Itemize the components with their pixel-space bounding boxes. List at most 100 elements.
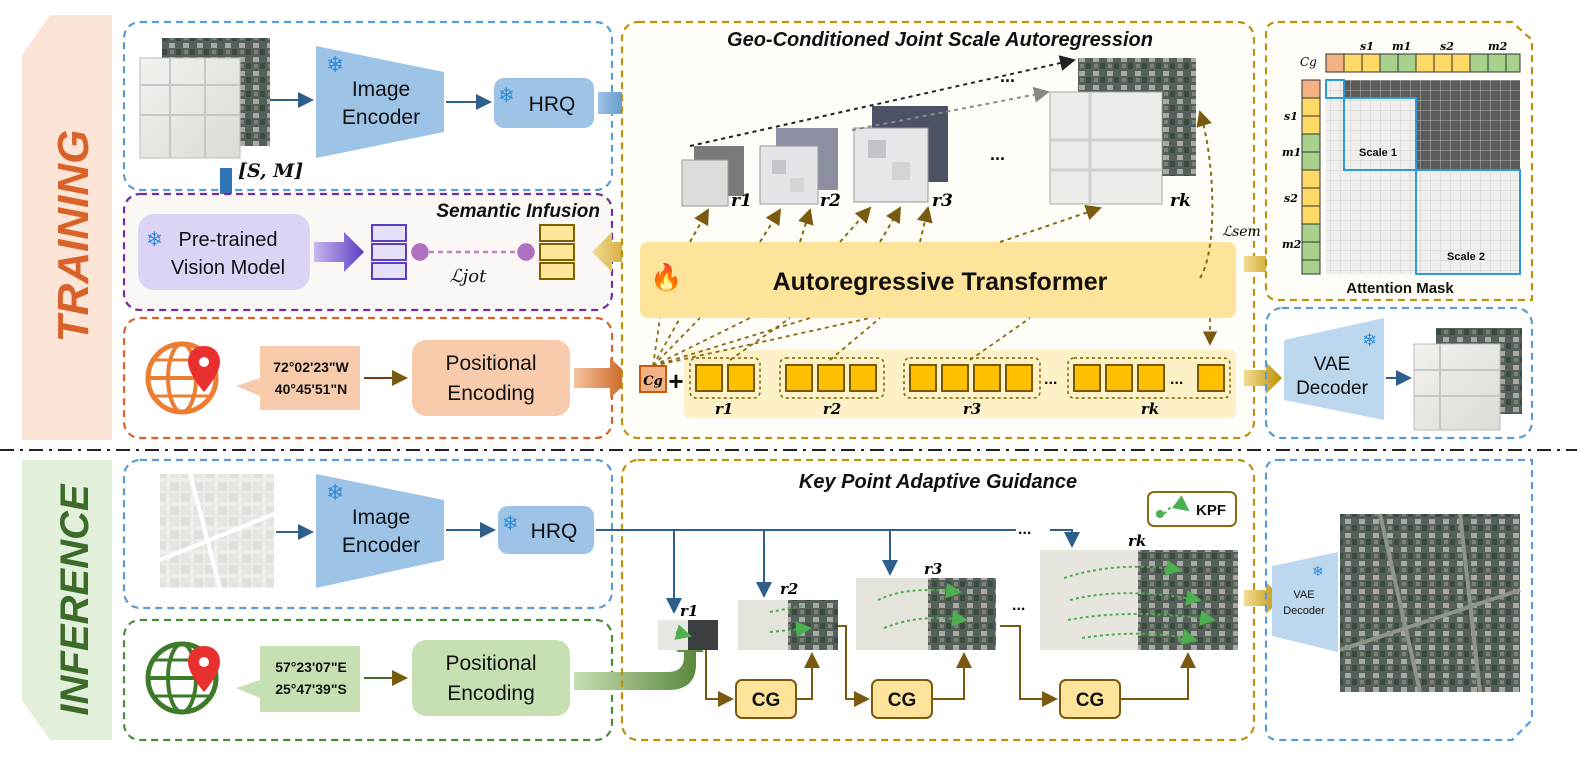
training-input-images xyxy=(139,38,270,159)
mask-cg-label: Cg xyxy=(1300,55,1317,69)
token-label-r1: r1 xyxy=(715,400,733,418)
inf-pe-to-guidance-arrow xyxy=(574,638,704,690)
scale-image-r2 xyxy=(759,128,838,205)
inf-hrq-label: HRQ xyxy=(531,520,578,543)
vision-feature-stack xyxy=(371,224,407,280)
training-positional-encoding: Positional Encoding xyxy=(412,340,570,416)
snowflake-icon: ❄ xyxy=(1312,564,1324,580)
mask-side-m1: m1 xyxy=(1282,146,1301,159)
inf-scale-label-rk: rk xyxy=(1128,532,1146,550)
globe-pin-icon xyxy=(145,341,220,415)
cg-token-label: Cg xyxy=(643,374,662,389)
top-ellipsis: ... xyxy=(1000,66,1015,86)
vae-decoder-line2: Decoder xyxy=(1296,378,1368,399)
inf-pe-line2: Encoding xyxy=(447,682,535,705)
training-output-images xyxy=(1413,328,1522,431)
vision-model-line1: Pre-trained xyxy=(179,229,278,251)
training-decoder-group xyxy=(1264,306,1534,440)
inf-scale-label-r2: r2 xyxy=(780,580,798,598)
inf-scale-ellipsis: ... xyxy=(1012,597,1025,614)
inference-label: INFERENCE xyxy=(53,483,97,715)
cg-label-2: CG xyxy=(888,690,917,711)
mask-side-tokens xyxy=(1301,79,1321,275)
scale-label-r1: r1 xyxy=(731,191,752,211)
scale2-label: Scale 2 xyxy=(1447,251,1485,263)
mask-top-m1: m1 xyxy=(1392,40,1411,53)
token-input-arrows xyxy=(652,317,1218,367)
inference-output-satellite xyxy=(1339,513,1521,693)
hrq-branch-lines xyxy=(596,529,1080,614)
inf-scale-r1 xyxy=(658,620,718,650)
inference-coords-callout: 57°23'07"E 25°47'39"S xyxy=(236,646,360,712)
cg-block-2: CG xyxy=(871,679,933,719)
inf-scale-label-r3: r3 xyxy=(924,560,942,578)
image-encoder-line2: Encoder xyxy=(342,106,420,129)
inference-image-group xyxy=(122,458,614,610)
training-hrq: ❄ HRQ xyxy=(494,78,594,128)
key-point-guidance-title: Key Point Adaptive Guidance xyxy=(799,471,1077,493)
scale-label-rk: rk xyxy=(1170,191,1191,211)
vision-model-box: ❄ Pre-trained Vision Model xyxy=(138,214,310,290)
cg-label-1: CG xyxy=(752,690,781,711)
snowflake-icon: ❄ xyxy=(146,227,163,251)
prediction-arrows xyxy=(689,110,1214,279)
inf-vae-line2: Decoder xyxy=(1283,605,1325,617)
training-latitude: 40°45'51"N xyxy=(275,381,347,397)
snowflake-icon: ❄ xyxy=(1362,330,1377,351)
scale-image-rk xyxy=(1049,58,1196,205)
inf-scale-rk xyxy=(1040,550,1238,650)
inference-band: INFERENCE xyxy=(22,460,112,740)
inference-image-encoder: ❄ Image Encoder xyxy=(316,474,444,588)
cg-block-3: CG xyxy=(1059,679,1121,719)
pe-to-cg-arrow xyxy=(574,358,632,398)
sm-label: [S, M] xyxy=(238,160,303,182)
inf-vae-line1: VAE xyxy=(1293,589,1314,601)
flame-icon: 🔥 xyxy=(650,262,682,293)
inf-image-encoder-line1: Image xyxy=(352,506,410,529)
training-image-group xyxy=(122,20,614,192)
training-position-group xyxy=(122,316,614,440)
attention-mask-caption: Attention Mask xyxy=(1346,280,1454,297)
inf-scale-label-r1: r1 xyxy=(680,602,698,620)
inference-longitude: 57°23'07"E xyxy=(275,659,347,675)
snowflake-icon: ❄ xyxy=(326,53,344,78)
pe-line2: Encoding xyxy=(447,382,535,405)
hrq-label: HRQ xyxy=(529,93,576,116)
inference-position-group xyxy=(122,618,614,742)
inference-hrq: ❄ HRQ xyxy=(498,506,594,554)
sem-loss-label: ℒsem xyxy=(1222,224,1261,240)
vision-model-line2: Vision Model xyxy=(171,257,285,279)
image-encoder-line1: Image xyxy=(352,78,410,101)
mask-top-tokens xyxy=(1325,53,1521,73)
token-label-r2: r2 xyxy=(823,400,841,418)
token-label-r3: r3 xyxy=(963,400,981,418)
training-label: TRAINING xyxy=(49,130,98,343)
inf-scale-r3 xyxy=(856,578,996,650)
mask-side-s1: s1 xyxy=(1284,110,1298,123)
cg-flow-lines xyxy=(705,625,1196,707)
transformer-label: Autoregressive Transformer xyxy=(773,268,1108,296)
kpf-label: KPF xyxy=(1196,502,1226,519)
geo-conditioned-title: Geo-Conditioned Joint Scale Autoregressi… xyxy=(727,29,1153,51)
vision-to-feature-arrow xyxy=(314,232,364,272)
cg-block-1: CG xyxy=(735,679,797,719)
token-ellipsis-2: ... xyxy=(1170,371,1183,388)
autoregressive-transformer: 🔥 Autoregressive Transformer xyxy=(640,242,1236,318)
plus-sign: + xyxy=(668,366,683,396)
mask-top-s1: s1 xyxy=(1360,40,1374,53)
mask-top-m2: m2 xyxy=(1488,40,1508,53)
scale-image-r1 xyxy=(681,146,744,207)
token-ellipsis-1: ... xyxy=(1044,371,1057,388)
training-coords-callout: 72°02'23"W 40°45'51"N xyxy=(236,346,360,410)
inference-positional-encoding: Positional Encoding xyxy=(412,640,570,716)
snowflake-icon: ❄ xyxy=(326,481,344,506)
inf-scale-r2 xyxy=(738,600,838,650)
mask-top-s2: s2 xyxy=(1440,40,1454,53)
vae-decoder-line1: VAE xyxy=(1314,354,1351,375)
mask-side-s2: s2 xyxy=(1284,192,1298,205)
transformer-feature-stack xyxy=(539,224,575,280)
inf-branch-ellipsis: ... xyxy=(1018,521,1031,538)
inference-decoder-group xyxy=(1264,458,1534,742)
snowflake-icon: ❄ xyxy=(502,511,519,535)
kpf-legend: KPF xyxy=(1147,491,1237,527)
